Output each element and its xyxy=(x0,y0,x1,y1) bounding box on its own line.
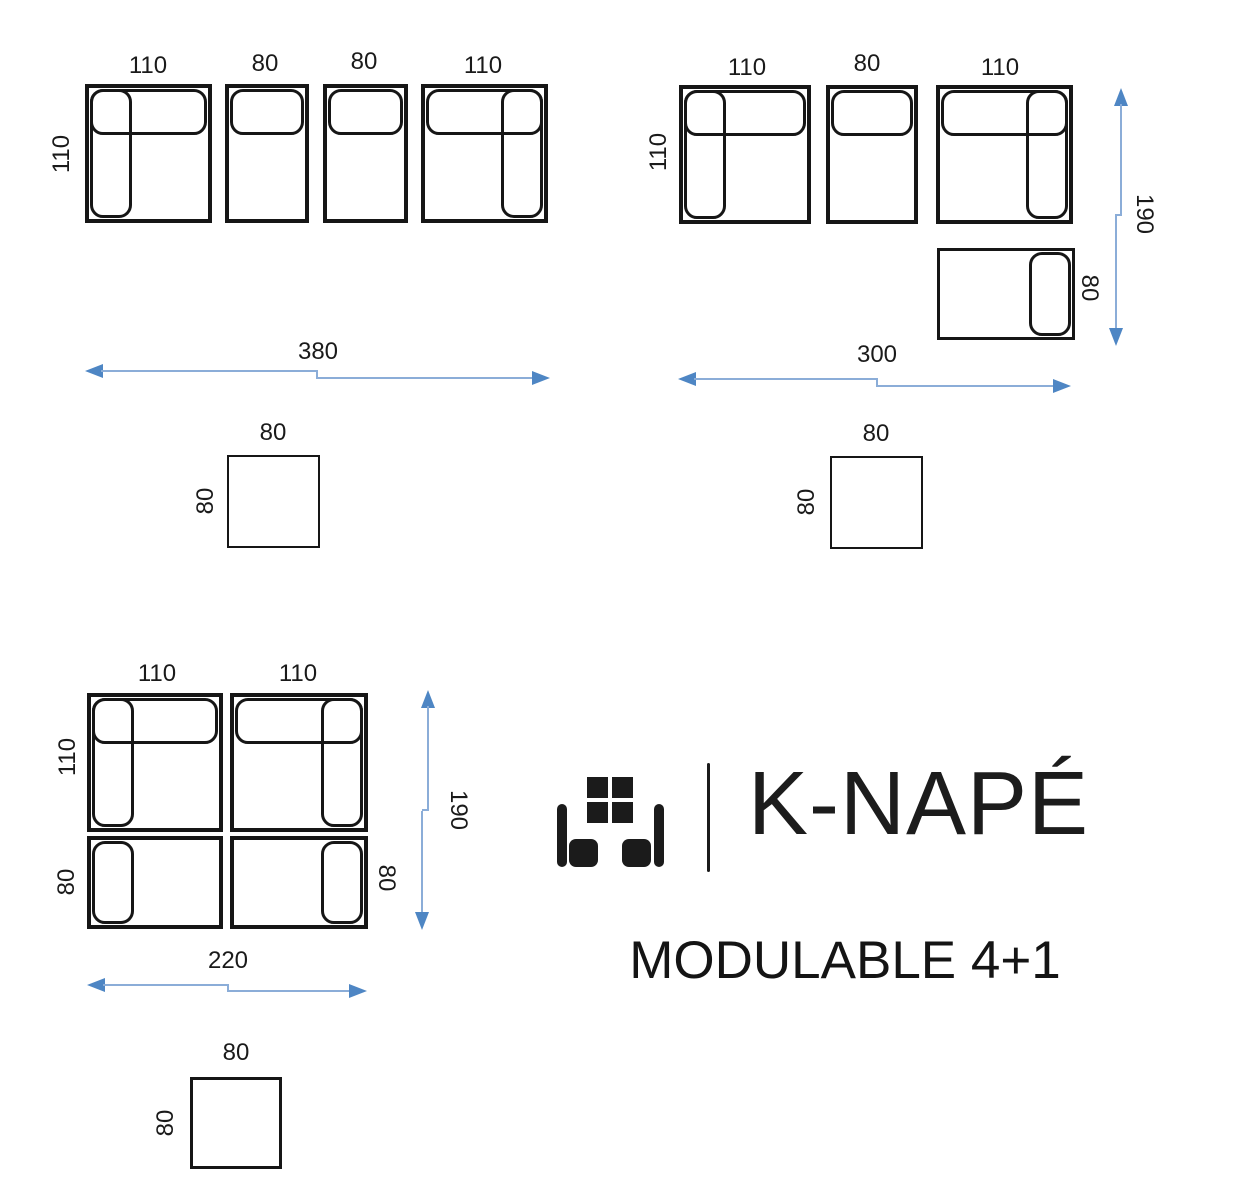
armrest-right xyxy=(501,89,543,218)
dim-line xyxy=(229,990,349,992)
dim-line xyxy=(103,984,228,986)
logo-cushion-square xyxy=(612,802,633,823)
armrest-right xyxy=(321,698,363,827)
logo-seat-left xyxy=(569,839,598,867)
pouf-b xyxy=(830,456,923,549)
dim-label: 80 xyxy=(862,420,890,447)
chaise-c2-right-arm xyxy=(230,836,368,929)
chaise-c1-left-arm xyxy=(87,836,223,929)
logo-armrest-bar-left xyxy=(557,804,567,867)
dim-line-tick xyxy=(1115,214,1122,216)
dim-label: 110 xyxy=(278,660,318,687)
module-a2-center xyxy=(225,84,309,223)
dim-label-total: 300 xyxy=(856,341,898,368)
dim-label: 110 xyxy=(48,134,75,174)
dim-label: 80 xyxy=(251,50,279,77)
brand-tagline: MODULABLE 4+1 xyxy=(629,931,1061,990)
module-c1-corner-left xyxy=(87,693,223,832)
dim-label: 110 xyxy=(645,132,672,172)
brand-divider xyxy=(707,763,710,872)
armrest-left xyxy=(92,841,134,924)
brand-name: K-NAPÉ xyxy=(748,754,1090,854)
dim-line-tick xyxy=(227,984,229,992)
dim-line xyxy=(101,370,317,372)
dim-label: 80 xyxy=(853,50,881,77)
dim-label-total: 190 xyxy=(1131,193,1158,235)
dim-line xyxy=(694,378,878,380)
arrowhead-right xyxy=(532,371,550,385)
arrowhead-left xyxy=(87,978,105,992)
arrowhead-left xyxy=(678,372,696,386)
dim-line-tick xyxy=(422,809,429,811)
arrowhead-up xyxy=(1114,88,1128,106)
dim-label: 80 xyxy=(1076,274,1103,302)
dim-label: 80 xyxy=(373,864,400,892)
dim-line-tick xyxy=(876,378,878,387)
dim-label: 80 xyxy=(350,48,378,75)
module-a4-corner-right xyxy=(421,84,548,223)
dim-label: 110 xyxy=(128,52,168,79)
logo-seat-right xyxy=(622,839,651,867)
armrest-right xyxy=(1026,90,1068,219)
dim-line xyxy=(421,811,423,912)
arrowhead-down xyxy=(415,912,429,930)
armrest-left xyxy=(684,90,726,219)
dim-label: 80 xyxy=(222,1039,250,1066)
backrest xyxy=(831,90,913,136)
dim-line-tick xyxy=(316,370,318,379)
dim-label: 80 xyxy=(192,487,219,515)
pouf-a xyxy=(227,455,320,548)
armrest-right xyxy=(1029,252,1071,336)
dim-label: 80 xyxy=(53,868,80,896)
arrowhead-right xyxy=(349,984,367,998)
armrest-right xyxy=(321,841,363,924)
dim-label: 80 xyxy=(152,1109,179,1137)
dim-label: 80 xyxy=(793,488,820,516)
module-a1-corner-left xyxy=(85,84,212,223)
module-b1-corner-left xyxy=(679,85,811,224)
dim-label: 110 xyxy=(137,660,177,687)
dim-line xyxy=(1120,104,1122,215)
dim-label-total: 380 xyxy=(297,338,339,365)
logo-armrest-bar-right xyxy=(654,804,664,867)
backrest xyxy=(328,89,403,135)
dim-line xyxy=(427,706,429,810)
logo-cushion-square xyxy=(587,802,608,823)
module-a3-center xyxy=(323,84,408,223)
logo-cushion-square xyxy=(587,777,608,798)
pouf-c xyxy=(190,1077,282,1169)
dim-line xyxy=(878,385,1053,387)
module-c2-corner-right xyxy=(230,693,368,832)
backrest xyxy=(230,89,304,135)
dim-label: 110 xyxy=(727,54,767,81)
armrest-left xyxy=(92,698,134,827)
dim-label: 110 xyxy=(463,52,503,79)
chaise-b-right-arm xyxy=(937,248,1075,340)
dim-line xyxy=(1115,216,1117,328)
arrowhead-down xyxy=(1109,328,1123,346)
dim-label: 110 xyxy=(980,54,1020,81)
dim-label: 110 xyxy=(54,737,81,777)
dim-label-total: 220 xyxy=(207,947,249,974)
dim-label: 80 xyxy=(259,419,287,446)
logo-cushion-square xyxy=(612,777,633,798)
dim-label-total: 190 xyxy=(445,789,472,831)
module-b3-corner-right xyxy=(936,85,1073,224)
arrowhead-up xyxy=(421,690,435,708)
arrowhead-right xyxy=(1053,379,1071,393)
dim-line xyxy=(318,377,532,379)
arrowhead-left xyxy=(85,364,103,378)
module-b2-center xyxy=(826,85,918,224)
armrest-left xyxy=(90,89,132,218)
